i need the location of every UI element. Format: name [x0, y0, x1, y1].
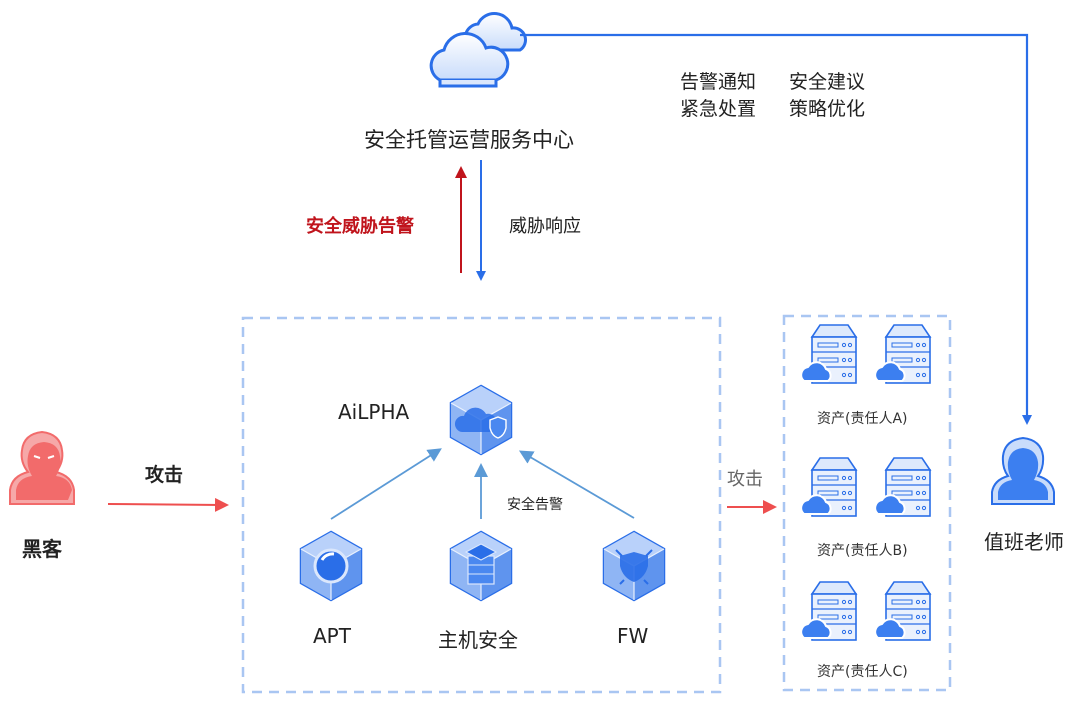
- apt-cube-icon: [299, 530, 363, 602]
- firewall-cube-icon: [602, 530, 666, 602]
- asset-group-c-label: 资产(责任人C): [817, 664, 908, 680]
- asset-group-b-servers: [800, 457, 931, 517]
- notify-teacher-line: [520, 33, 1032, 425]
- person-icon: [991, 436, 1055, 505]
- asset-attack-label: 攻击: [727, 469, 763, 490]
- asset-group-c-servers: [800, 581, 931, 641]
- attack-arrow: [107, 497, 229, 512]
- security-threat-alert-label: 安全威胁告警: [306, 216, 414, 237]
- cloud-icon: [429, 12, 527, 88]
- duty-teacher-label: 值班老师: [984, 530, 1064, 554]
- asset-group-b-label: 资产(责任人B): [817, 543, 908, 559]
- threat-response-label: 威胁响应: [509, 216, 581, 237]
- asset-group-a-label: 资产(责任人A): [817, 411, 908, 427]
- hacker-icon: [9, 430, 75, 505]
- ops-service-emergency-response: 紧急处置: [680, 98, 757, 120]
- ops-service-alert-notify: 告警通知: [680, 71, 757, 93]
- asset-group-a-servers: [800, 324, 931, 384]
- cloud-shield-cube-icon: [449, 384, 513, 456]
- apt-label: APT: [313, 624, 351, 648]
- attack-label: 攻击: [145, 464, 184, 486]
- host-security-cube-icon: [449, 530, 513, 602]
- fw-to-core-arrow: [518, 450, 635, 519]
- ailpha-label: AiLPHA: [338, 400, 410, 424]
- ops-service-security-advice: 安全建议: [789, 71, 866, 93]
- platform-boundary: [241, 316, 722, 694]
- security-alert-label: 安全告警: [507, 497, 563, 513]
- host-security-label: 主机安全: [438, 628, 518, 652]
- fw-label: FW: [617, 624, 649, 648]
- hacker-label: 黑客: [22, 537, 62, 561]
- apt-to-core-arrow: [330, 448, 442, 520]
- assets-boundary: [782, 314, 952, 692]
- ops-service-policy-optimization: 策略优化: [789, 98, 866, 120]
- service-center-label: 安全托管运营服务中心: [364, 128, 574, 152]
